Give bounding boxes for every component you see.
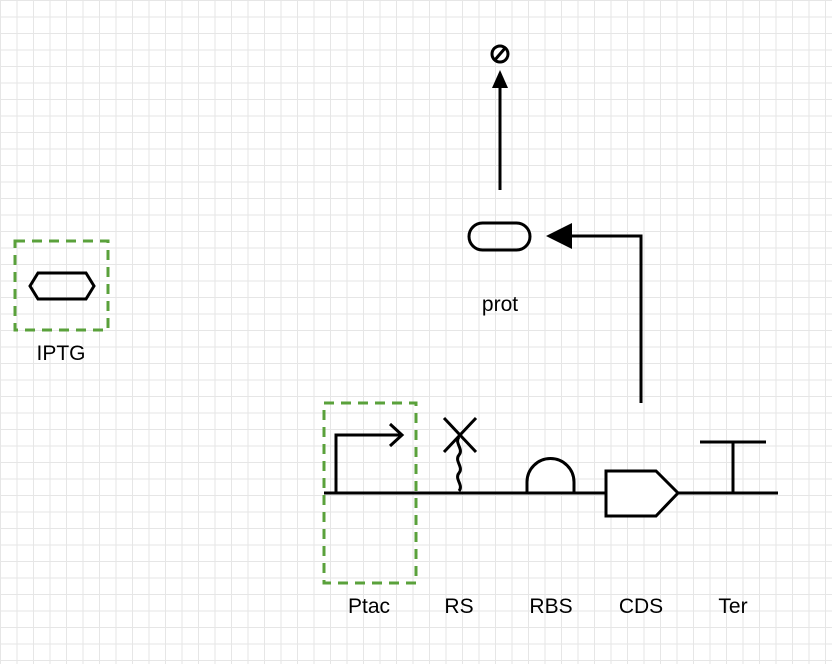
iptg-node[interactable]: IPTG [13,239,110,365]
promoter-arrowhead [388,422,405,448]
rbs-glyph[interactable] [525,457,576,495]
production-arrowhead [546,223,572,249]
rs-squiggle [456,436,462,492]
cds-glyph[interactable] [604,469,681,518]
cds-label: CDS [619,595,663,618]
prot-label: prot [482,293,518,316]
rs-label: RS [444,595,473,618]
ter-label: Ter [718,595,747,618]
rbs-label: RBS [529,595,572,618]
iptg-label: IPTG [36,342,85,365]
rs-cross-2 [442,416,478,454]
cds-node[interactable]: CDS [604,469,681,618]
degradation-arrow[interactable] [490,44,510,190]
prot-node[interactable]: prot [467,221,532,316]
promoter-glyph[interactable] [334,433,400,493]
ter-node[interactable]: Ter [700,440,766,618]
production-arrow[interactable] [546,223,643,403]
degradation-slash [492,46,508,62]
ptac-label: Ptac [348,595,390,618]
rs-node[interactable]: RS [442,416,478,618]
ptac-node[interactable]: Ptac [322,401,418,618]
prot-glyph[interactable] [467,221,532,252]
rbs-node[interactable]: RBS [525,457,576,618]
iptg-glyph[interactable] [28,271,96,301]
degradation-arrowhead [492,70,508,88]
iptg-selection-box [13,239,110,332]
